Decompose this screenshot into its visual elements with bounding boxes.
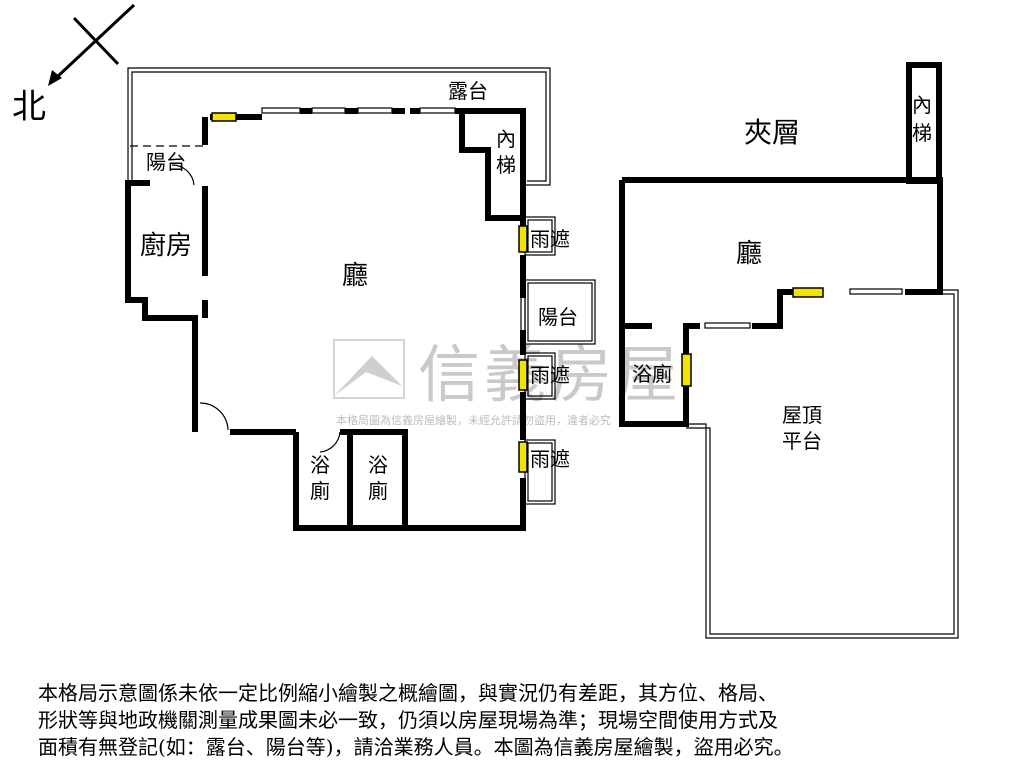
watermark: 信義房屋 本格局圖為信義房屋繪製，未經允許請勿盜用，違者必究	[333, 338, 678, 427]
label-bath-2-b: 廁	[368, 479, 388, 503]
disclaimer-text: 本格局示意圖係未依一定比例縮小繪製之概繪圖，與實況仍有差距，其方位、格局、 形狀…	[38, 681, 794, 759]
label-kitchen: 廚房	[140, 231, 192, 261]
main-doors	[171, 164, 341, 453]
north-arrow-icon	[48, 70, 62, 86]
label-bath-1-b: 廁	[310, 479, 330, 503]
label-living-main: 廳	[342, 261, 368, 291]
label-stairs-mezz-2: 梯	[912, 121, 932, 145]
label-stairs-mezz-1: 內	[912, 93, 932, 117]
main-yellow-openings	[211, 112, 528, 473]
label-canopy-3: 雨遮	[530, 447, 570, 471]
label-mezzanine: 夾層	[744, 116, 800, 149]
watermark-logo-icon	[334, 356, 402, 396]
label-terrace: 露台	[448, 79, 488, 103]
mezzanine-yellow-openings	[681, 287, 824, 387]
label-stairs-main-1: 內	[496, 127, 516, 151]
label-canopy-2: 雨遮	[530, 363, 570, 387]
label-roof-1: 屋頂	[782, 403, 822, 427]
north-compass: 北	[12, 3, 136, 127]
label-bath-mezz: 浴廁	[632, 362, 672, 386]
label-roof-2: 平台	[782, 429, 822, 453]
label-living-mezz: 廳	[736, 239, 762, 269]
terrace-outline	[127, 67, 551, 186]
label-balcony-right: 陽台	[538, 305, 578, 329]
mezzanine-walls	[619, 62, 943, 427]
watermark-line: 本格局圖為信義房屋繪製，未經允許請勿盜用，違者必究	[336, 413, 611, 427]
label-balcony-left: 陽台	[146, 150, 186, 174]
label-stairs-main-2: 梯	[496, 153, 516, 177]
north-label: 北	[12, 87, 46, 127]
label-bath-2-a: 浴	[368, 453, 388, 477]
floor-plan-svg: 北 信義房屋 本格局圖為信義房屋繪製，未經允許請勿盜用，違者必究	[12, 3, 959, 639]
mezzanine-windows	[704, 288, 903, 329]
label-canopy-1: 雨遮	[530, 227, 570, 251]
main-windows	[261, 107, 526, 330]
roof-terrace-outline	[686, 289, 959, 639]
label-bath-1-a: 浴	[310, 453, 330, 477]
main-walls	[125, 108, 526, 531]
